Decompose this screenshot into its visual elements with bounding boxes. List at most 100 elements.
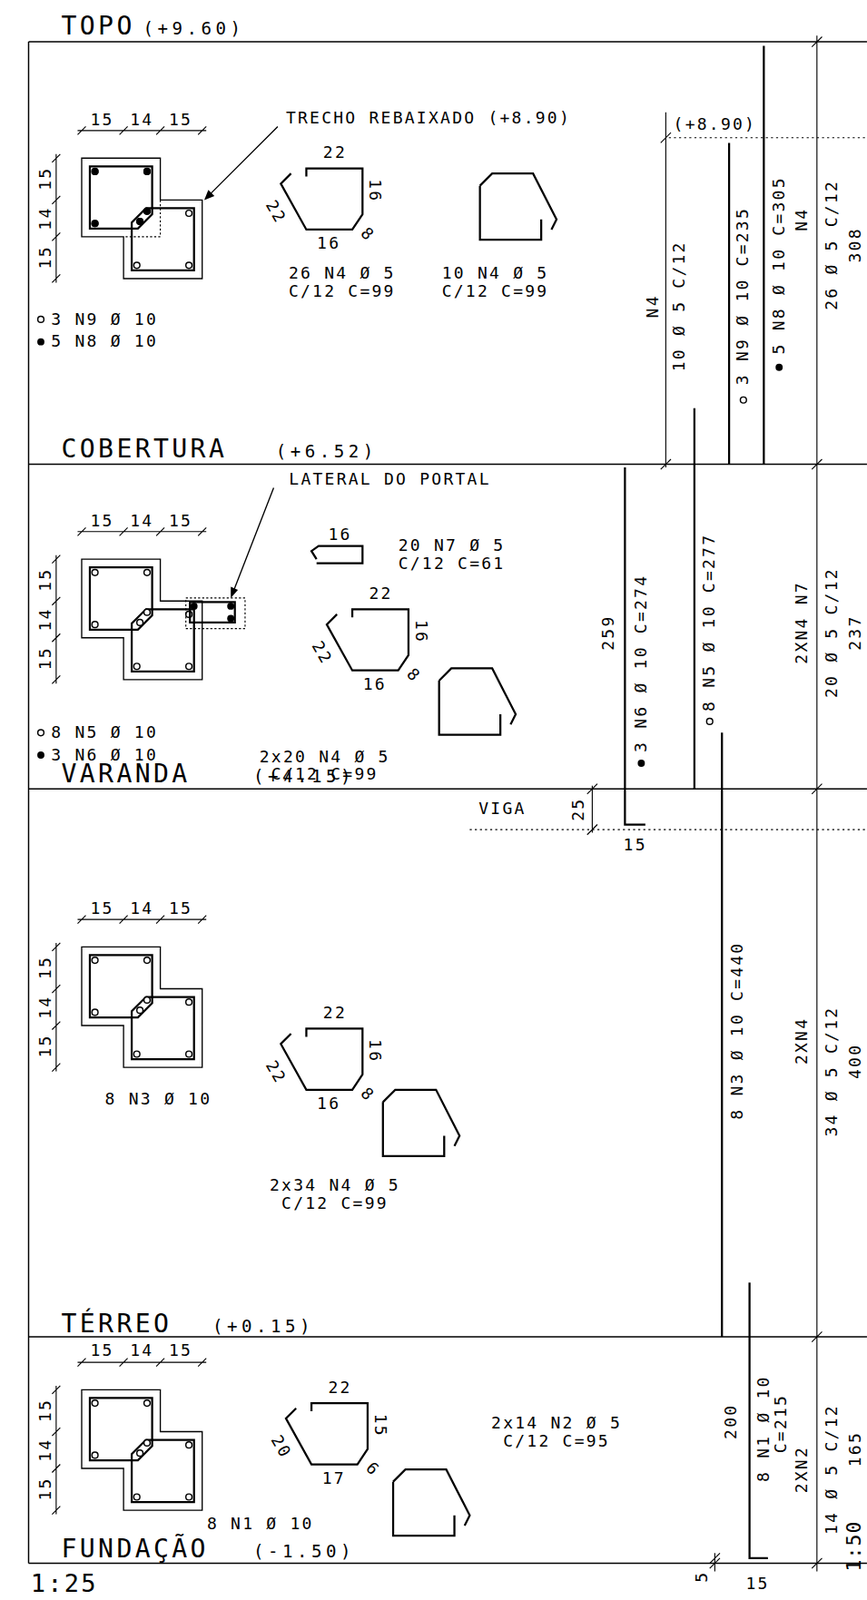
rebar-dots bbox=[37, 167, 783, 768]
level-name: TOPO bbox=[60, 12, 135, 39]
rebar-label: C/12 C=61 bbox=[398, 556, 506, 573]
arrow-head bbox=[204, 189, 238, 599]
rebar-label: 26 N4 Ø 5 bbox=[288, 265, 396, 282]
rebar-label: 308 bbox=[847, 226, 865, 263]
rebar-label: 8 bbox=[357, 1084, 378, 1105]
portal-outline bbox=[186, 598, 246, 630]
level-name: VARANDA bbox=[60, 760, 190, 787]
rebar-label: 8 N1 Ø 10 bbox=[206, 1517, 315, 1534]
rebar-label: 15 bbox=[168, 901, 193, 918]
rebar-label: 22 bbox=[368, 585, 393, 602]
rebar-label: 25 bbox=[571, 798, 588, 822]
cross-section bbox=[51, 916, 207, 1073]
stirrup bbox=[285, 1403, 368, 1465]
rebar-label: 15 bbox=[89, 901, 114, 918]
rebar-label: (+8.90) bbox=[673, 116, 758, 133]
elevation: (+9.60) bbox=[142, 19, 245, 38]
rebar-bar bbox=[624, 46, 768, 1559]
rebar-label: 259 bbox=[600, 615, 617, 651]
rebar-label: 15 bbox=[38, 1477, 55, 1501]
rebar-label: 2XN2 bbox=[793, 1446, 810, 1494]
level-dimension bbox=[811, 35, 822, 1572]
rebar-label: 15 bbox=[746, 1576, 770, 1593]
rebar-label: 14 bbox=[38, 995, 55, 1020]
rebar-label: C/12 C=99 bbox=[288, 284, 396, 301]
rebar-label: 20 Ø 5 C/12 bbox=[824, 567, 841, 699]
rebar-label: 15 bbox=[38, 245, 55, 269]
rebar-label: 22 bbox=[308, 639, 335, 669]
rebar-label: 3 N9 Ø 10 C=235 bbox=[735, 206, 752, 385]
stirrup bbox=[383, 1090, 460, 1157]
rebar-label: N4 bbox=[793, 207, 810, 232]
rebar-label: 5 N8 Ø 10 C=305 bbox=[770, 176, 788, 355]
rebar-label: 8 N1 Ø 10 bbox=[755, 1375, 772, 1483]
rebar-label: 8 bbox=[357, 225, 378, 246]
rebar-label: 14 Ø 5 C/12 bbox=[824, 1404, 841, 1536]
rebar-label: C=215 bbox=[772, 1394, 789, 1454]
frame bbox=[28, 41, 867, 1564]
rebar-label: 15 bbox=[89, 513, 114, 531]
rebar-label: 8 N5 Ø 10 bbox=[50, 724, 158, 741]
stirrup bbox=[393, 1469, 470, 1537]
rebar-label: 400 bbox=[847, 1044, 865, 1080]
rebar-label: 8 N3 Ø 10 bbox=[104, 1091, 212, 1108]
elevation: (+0.15) bbox=[212, 1318, 315, 1336]
rebar-label: 22 bbox=[323, 145, 347, 162]
rebar-label: 10 N4 Ø 5 bbox=[442, 265, 550, 282]
rebar-label: 237 bbox=[847, 615, 865, 651]
rebar-label: 14 bbox=[38, 1438, 55, 1463]
rebar-label: 15 bbox=[38, 646, 55, 670]
rebar-label: 20 N7 Ø 5 bbox=[398, 538, 506, 555]
rebar-label: 15 bbox=[38, 955, 55, 980]
stirrup bbox=[480, 173, 557, 240]
rebar-label: 22 bbox=[262, 197, 289, 227]
rebar-label: 5 bbox=[694, 1571, 711, 1584]
rebar-label: 14 bbox=[129, 901, 154, 918]
rebar-label: C/12 C=99 bbox=[281, 1196, 389, 1213]
rebar-label: 15 bbox=[89, 112, 114, 129]
rebar-label: 15 bbox=[38, 167, 55, 191]
rebar-label: 15 bbox=[371, 1414, 388, 1439]
rebar-label: 15 bbox=[168, 1343, 193, 1360]
rebar-label: 10 Ø 5 C/12 bbox=[670, 240, 688, 372]
rebar-label: 16 bbox=[316, 1096, 341, 1114]
rebar-label: 15 bbox=[623, 837, 648, 854]
rebar-label: C/12 C=95 bbox=[502, 1434, 611, 1451]
rebar-label: 14 bbox=[129, 1343, 154, 1360]
rebar-label: 15 bbox=[38, 1399, 55, 1423]
cross-section bbox=[51, 527, 207, 684]
level-name: TÉRREO bbox=[60, 1310, 172, 1337]
cross-section bbox=[51, 126, 207, 283]
rebar-label: 15 bbox=[38, 1034, 55, 1058]
rebar-label: 2x14 N2 Ø 5 bbox=[491, 1416, 622, 1433]
rebar-label: 15 bbox=[89, 1343, 114, 1360]
portal-stirrup bbox=[189, 601, 235, 622]
rebar-label: 6 bbox=[363, 1459, 384, 1480]
scale-label: 1:50 bbox=[844, 1520, 864, 1572]
rebar-label: 22 bbox=[262, 1058, 289, 1088]
rebaixado-outline bbox=[123, 199, 160, 237]
stirrup bbox=[280, 1028, 363, 1090]
rebar-label: 3 N9 Ø 10 bbox=[50, 311, 158, 328]
rebar-label: 2XN4 bbox=[793, 1017, 810, 1065]
rebar-label: 5 N8 Ø 10 bbox=[50, 334, 158, 351]
rebar-label: N4 bbox=[645, 294, 662, 318]
rebar-label: 16 bbox=[366, 1039, 384, 1064]
rebar-label: 17 bbox=[322, 1470, 346, 1488]
rebar-label: 14 bbox=[129, 112, 154, 129]
scale-label: 1:25 bbox=[30, 1572, 99, 1597]
rebar-label: 15 bbox=[168, 112, 193, 129]
cross-section bbox=[51, 1359, 207, 1516]
rebar-label: C/12 C=99 bbox=[442, 284, 550, 301]
rebar-label: 16 bbox=[316, 236, 341, 253]
stirrup bbox=[326, 609, 409, 670]
elevation: (+6.52) bbox=[275, 443, 378, 462]
rebar-label: 15 bbox=[38, 568, 55, 592]
rebar-label: 26 Ø 5 C/12 bbox=[824, 179, 841, 311]
rebar-label: 8 bbox=[403, 665, 424, 686]
rebar-label: 200 bbox=[722, 1404, 739, 1440]
stirrup bbox=[280, 168, 363, 230]
rebar-label: 2x34 N4 Ø 5 bbox=[269, 1178, 401, 1195]
